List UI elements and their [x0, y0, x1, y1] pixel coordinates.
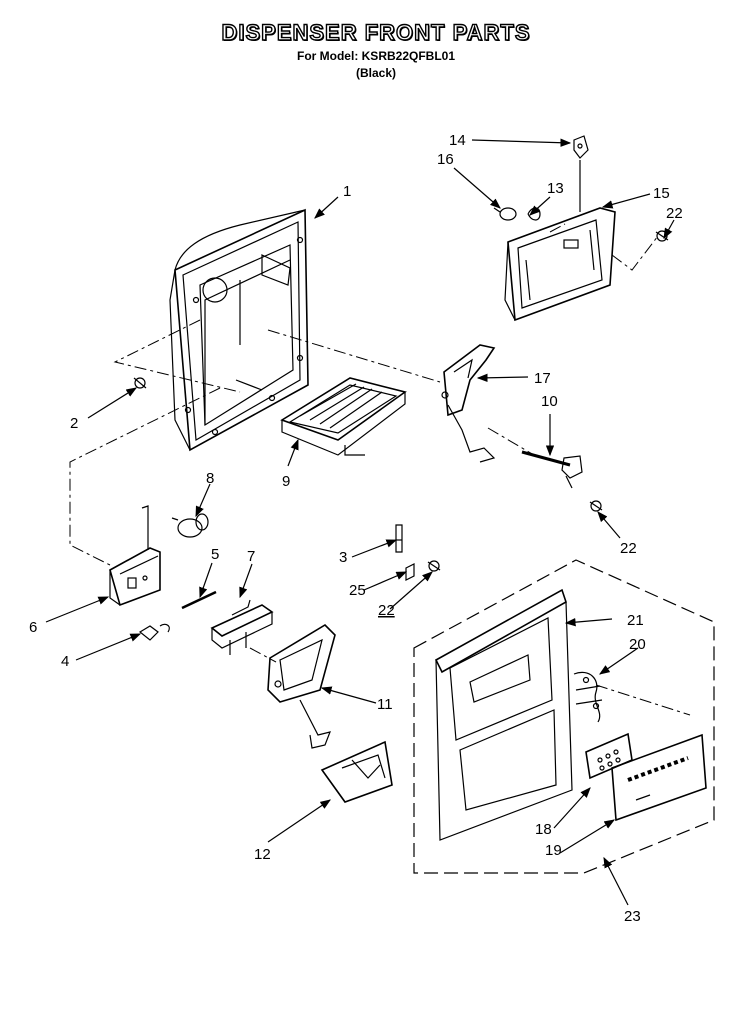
part-10-shaft	[521, 450, 583, 489]
callout-2: 2	[70, 415, 78, 432]
callout-5: 5	[211, 546, 219, 563]
callout-22-right: 22	[620, 540, 637, 557]
part-15-latch-housing	[504, 160, 616, 322]
color-line: (Black)	[355, 66, 396, 80]
part-16-bulb	[493, 207, 517, 221]
part-5-rod	[181, 590, 217, 610]
callout-23: 23	[624, 908, 641, 925]
part-11-lever	[267, 623, 336, 749]
callout-21: 21	[627, 612, 644, 629]
callout-14: 14	[449, 132, 466, 149]
callout-11: 11	[377, 696, 393, 713]
callout-10: 10	[541, 393, 558, 410]
part-19-overlay	[611, 733, 707, 822]
part-4-clip	[138, 623, 170, 641]
callout-12: 12	[254, 846, 271, 863]
part-6-switch-box	[109, 505, 161, 607]
part-12-chute	[320, 740, 393, 803]
part-17-actuator	[441, 344, 496, 463]
part-1-housing	[169, 208, 309, 452]
callout-16: 16	[437, 151, 454, 168]
part-18-control-board	[585, 732, 633, 780]
callout-18: 18	[535, 821, 552, 838]
callout-3: 3	[339, 549, 347, 566]
diagram-title: DISPENSER FRONT PARTS	[221, 19, 531, 45]
callout-19: 19	[545, 842, 562, 859]
callout-1: 1	[343, 183, 351, 200]
callout-4: 4	[61, 653, 69, 670]
callout-25: 25	[349, 582, 366, 599]
part-14-key-clip	[573, 135, 589, 159]
part-9-drip-tray	[280, 377, 407, 456]
callout-9: 9	[282, 473, 290, 490]
callout-7: 7	[247, 548, 255, 565]
part-13-spring	[527, 207, 541, 221]
assembly-23-outline	[413, 559, 715, 874]
part-21-front-panel	[434, 588, 573, 841]
part-8-knob	[171, 513, 209, 538]
part-3-bracket	[395, 524, 403, 553]
callout-6: 6	[29, 619, 37, 636]
callout-17: 17	[534, 370, 551, 387]
callout-13: 13	[547, 180, 564, 197]
part-7-hinge	[210, 599, 274, 655]
model-line: For Model: KSRB22QFBL01	[296, 49, 455, 63]
callout-15: 15	[653, 185, 670, 202]
part-2-screw	[133, 377, 147, 389]
part-20-harness	[573, 671, 603, 723]
callout-20: 20	[629, 636, 646, 653]
part-22-screw-right	[589, 500, 603, 512]
part-22-screw-center	[427, 560, 441, 572]
callout-8: 8	[206, 470, 214, 487]
part-25-plate	[405, 563, 415, 581]
callout-22-center: 22	[378, 602, 395, 619]
part-22-screw-top	[655, 230, 669, 242]
callout-labels: 1 2 3 4 5 6 7 8 9 10 11 12 13 14 15 16 1…	[29, 132, 683, 925]
callout-22-top: 22	[666, 205, 683, 222]
